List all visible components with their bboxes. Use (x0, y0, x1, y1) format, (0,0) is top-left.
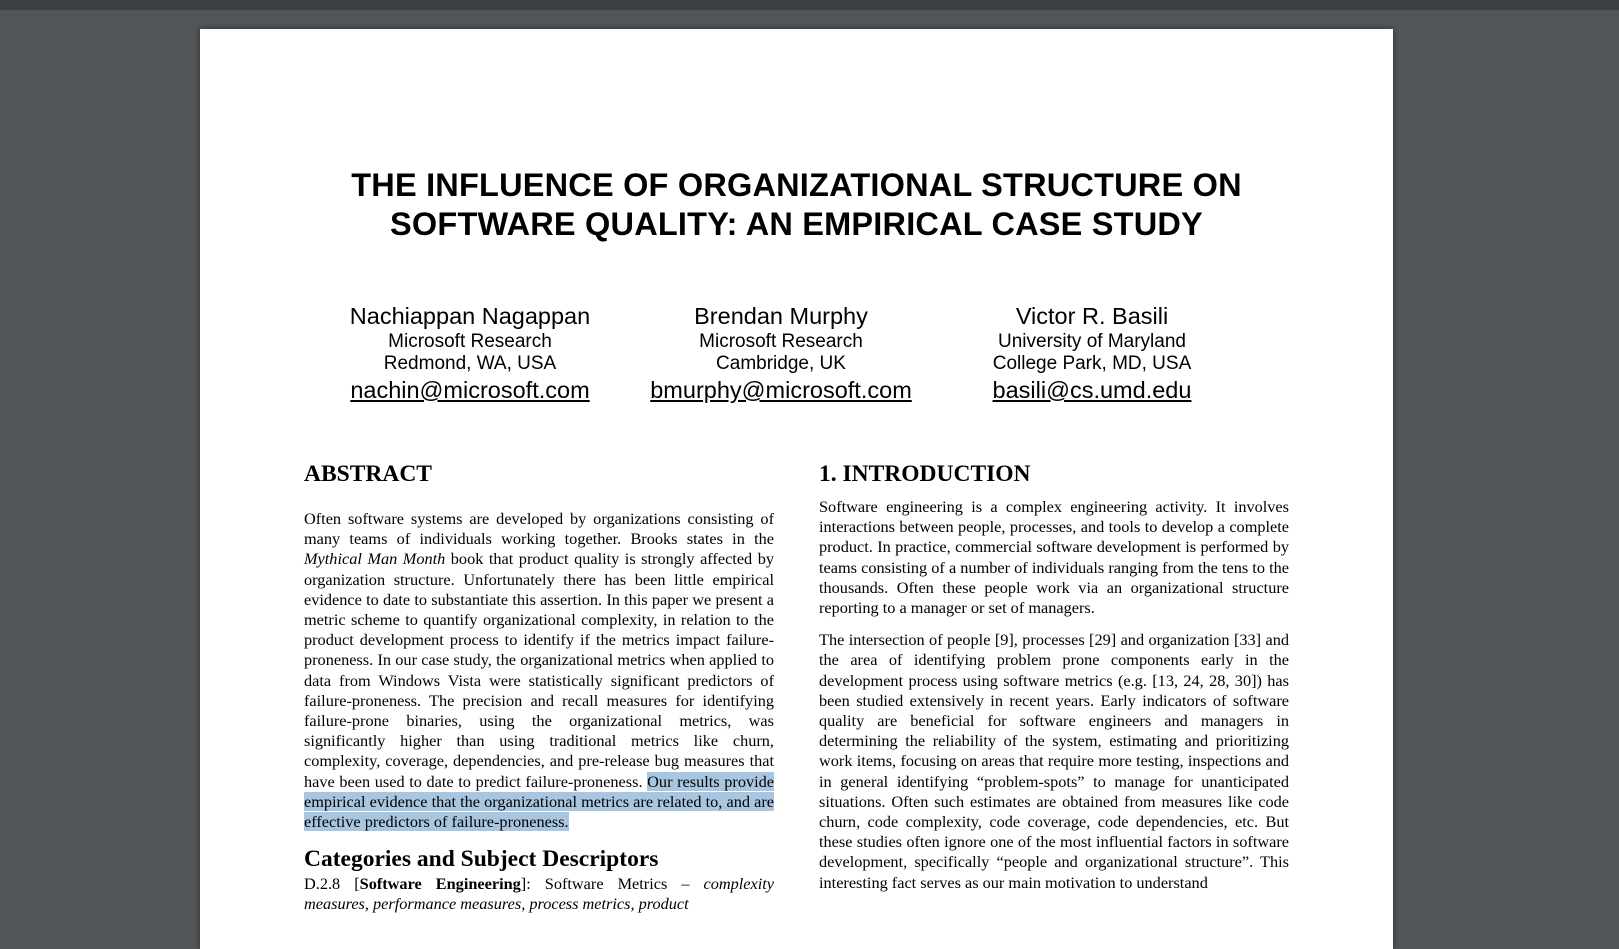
author-block-1: Nachiappan Nagappan Microsoft Research R… (305, 301, 635, 405)
author-email-link[interactable]: nachin@microsoft.com (350, 377, 590, 403)
author-name: Victor R. Basili (1015, 303, 1169, 329)
author-email-link[interactable]: bmurphy@microsoft.com (650, 377, 912, 403)
left-column: ABSTRACT Often software systems are deve… (304, 459, 775, 915)
abstract-book-title: Mythical Man Month (304, 549, 446, 569)
categories-heading: Categories and Subject Descriptors (304, 846, 659, 873)
category-code: D.2.8 [ (304, 874, 360, 894)
right-column: 1. INTRODUCTION Software engineering is … (819, 459, 1289, 893)
author-location: Redmond, WA, USA (383, 353, 557, 374)
abstract-heading: ABSTRACT (304, 461, 432, 487)
author-name: Brendan Murphy (694, 303, 868, 329)
author-location: College Park, MD, USA (992, 353, 1192, 374)
author-location: Cambridge, UK (716, 353, 846, 374)
category-italic: complexity measures, performance measure… (304, 874, 775, 914)
paper-title: THE INFLUENCE OF ORGANIZATIONAL STRUCTUR… (200, 166, 1393, 244)
paper-title-line-1: THE INFLUENCE OF ORGANIZATIONAL STRUCTUR… (351, 167, 1242, 203)
abstract-text-middle: book that product quality is strongly af… (304, 549, 774, 791)
categories-paragraph: D.2.8 [Software Engineering]: Software M… (304, 874, 774, 914)
author-organization: Microsoft Research (388, 331, 552, 352)
pdf-page: THE INFLUENCE OF ORGANIZATIONAL STRUCTUR… (200, 29, 1393, 949)
abstract-paragraph: Often software systems are developed by … (304, 509, 775, 832)
author-block-3: Victor R. Basili University of Maryland … (927, 301, 1257, 405)
author-organization: University of Maryland (998, 331, 1186, 352)
category-mid: ]: Software Metrics – (520, 874, 704, 894)
introduction-heading: 1. INTRODUCTION (819, 461, 1031, 487)
author-organization: Microsoft Research (699, 331, 863, 352)
abstract-text-start: Often software systems are developed by … (304, 509, 774, 549)
author-email-link[interactable]: basili@cs.umd.edu (992, 377, 1192, 403)
introduction-paragraph-1: Software engineering is a complex engine… (819, 497, 1289, 618)
author-name: Nachiappan Nagappan (349, 303, 591, 329)
author-block-2: Brendan Murphy Microsoft Research Cambri… (616, 301, 946, 405)
category-bold: Software Engineering (359, 874, 521, 894)
viewer-toolbar-strip (0, 0, 1619, 10)
paper-title-line-2: SOFTWARE QUALITY: AN EMPIRICAL CASE STUD… (390, 206, 1203, 242)
introduction-paragraph-2: The intersection of people [9], processe… (819, 630, 1289, 892)
